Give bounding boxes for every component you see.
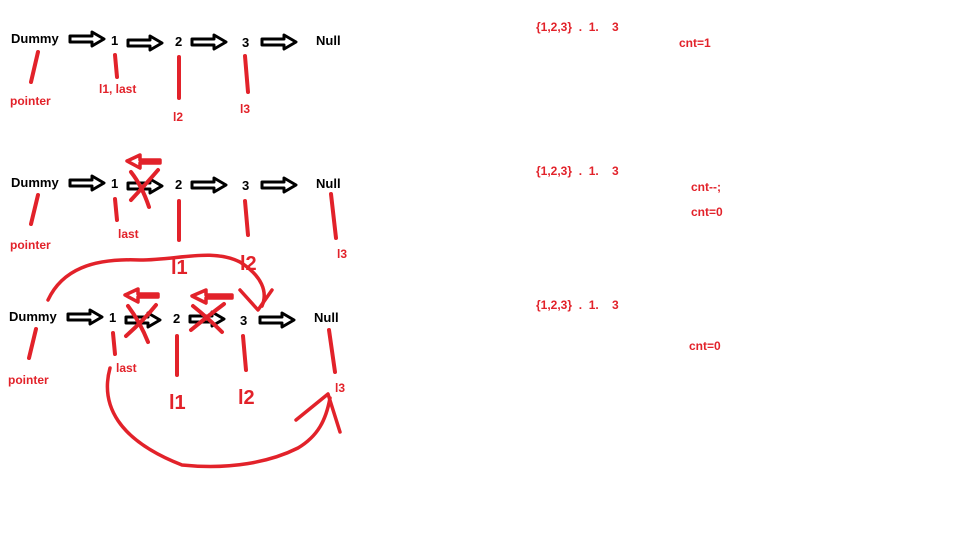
- node-1: 1: [111, 176, 118, 191]
- next-arrow: [66, 308, 104, 326]
- note-cnt: cnt=0: [689, 339, 721, 353]
- row-2: Dummy 1 2 3 Null pointer last l1 l2 l3 {…: [10, 153, 723, 279]
- cross-mark: [129, 168, 160, 202]
- label-l1-last: l1, last: [99, 82, 136, 96]
- node-2: 2: [175, 177, 182, 192]
- note-list: {1,2,3} . 1. 3: [536, 164, 619, 178]
- label-l3: l3: [337, 247, 347, 261]
- next-arrow: [126, 34, 164, 52]
- node-dummy: Dummy: [9, 309, 57, 324]
- last-stroke: [113, 197, 119, 222]
- label-pointer: pointer: [8, 373, 49, 387]
- node-1: 1: [109, 310, 116, 325]
- next-arrow: [190, 33, 228, 51]
- label-l1: l1: [169, 392, 186, 414]
- node-2: 2: [175, 34, 182, 49]
- relink-curve-arrow: [46, 253, 266, 308]
- cross-mark: [189, 302, 226, 332]
- node-dummy: Dummy: [11, 31, 59, 46]
- cross-mark: [124, 303, 158, 338]
- note-cnt-decrement: cnt--;: [691, 180, 721, 194]
- last-stroke: [113, 53, 119, 79]
- note-cnt: cnt=0: [691, 205, 723, 219]
- next-arrow: [68, 30, 106, 48]
- next-arrow: [68, 174, 106, 192]
- note-cnt: cnt=1: [679, 36, 711, 50]
- label-l3: l3: [335, 381, 345, 395]
- loop-curve-arrow: [105, 366, 332, 469]
- pointer-stroke: [29, 193, 40, 226]
- next-arrow: [260, 176, 298, 194]
- l3-stroke: [329, 192, 338, 240]
- node-null: Null: [314, 310, 339, 325]
- last-stroke: [111, 331, 117, 356]
- row-1: Dummy 1 2 3 Null pointer l1, last l2 l3 …: [10, 20, 711, 124]
- label-last: last: [116, 361, 137, 375]
- label-l3: l3: [240, 102, 250, 116]
- label-pointer: pointer: [10, 94, 51, 108]
- relink-arrowhead: [238, 288, 274, 312]
- note-list: {1,2,3} . 1. 3: [536, 20, 619, 34]
- row-3: Dummy 1 2 3 Null pointer last l1 l2 l3 {…: [8, 287, 721, 414]
- pointer-stroke: [27, 327, 38, 360]
- l3-stroke: [243, 54, 250, 94]
- node-2: 2: [173, 311, 180, 326]
- l3-stroke: [327, 328, 337, 374]
- label-l2: l2: [238, 387, 255, 409]
- reverse-arrow: [123, 287, 160, 304]
- node-3: 3: [240, 313, 247, 328]
- next-arrow: [258, 311, 296, 329]
- node-3: 3: [242, 35, 249, 50]
- reverse-arrow: [125, 153, 162, 170]
- node-null: Null: [316, 33, 341, 48]
- node-1: 1: [111, 33, 118, 48]
- node-3: 3: [242, 178, 249, 193]
- label-pointer: pointer: [10, 238, 51, 252]
- next-arrow: [260, 33, 298, 51]
- label-last: last: [118, 227, 139, 241]
- node-null: Null: [316, 176, 341, 191]
- label-l1: l1: [171, 257, 188, 279]
- pointer-stroke: [29, 50, 40, 84]
- loop-arrowhead: [294, 392, 342, 434]
- l2-stroke: [243, 199, 250, 237]
- next-arrow: [190, 176, 228, 194]
- reverse-arrow: [190, 288, 234, 305]
- node-dummy: Dummy: [11, 175, 59, 190]
- label-l2: l2: [173, 110, 183, 124]
- l2-stroke: [241, 334, 248, 372]
- note-list: {1,2,3} . 1. 3: [536, 298, 619, 312]
